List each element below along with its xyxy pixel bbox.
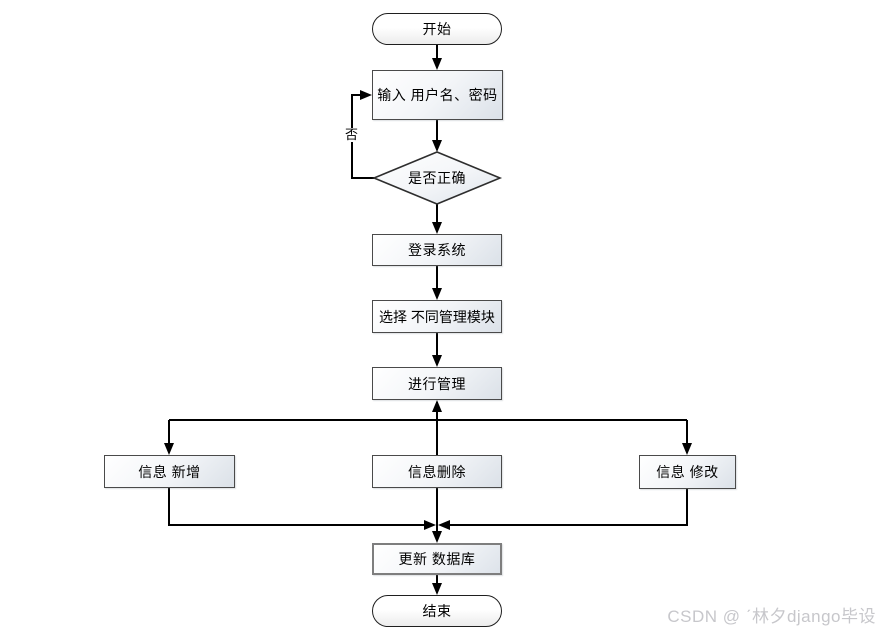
node-perform-management: 进行管理: [372, 367, 502, 400]
node-login-system: 登录系统: [372, 234, 502, 266]
node-input-credentials: 输入 用户名、密码: [372, 70, 503, 120]
node-decision-correct: 是否正确: [372, 152, 502, 204]
node-update-database: 更新 数据库: [372, 543, 502, 575]
node-end: 结束: [372, 595, 502, 627]
node-update-database-label: 更新 数据库: [398, 551, 476, 567]
node-login-system-label: 登录系统: [408, 242, 466, 258]
node-select-module-label: 选择 不同管理模块: [379, 308, 495, 325]
decision-diamond-shape: [371, 151, 503, 205]
node-start: 开始: [372, 13, 502, 45]
node-info-delete: 信息删除: [372, 455, 502, 488]
edge-label-no: 否: [344, 127, 360, 143]
node-perform-management-label: 进行管理: [408, 375, 466, 392]
node-info-modify: 信息 修改: [639, 455, 736, 489]
node-input-credentials-label: 输入 用户名、密码: [377, 87, 498, 103]
node-info-modify-label: 信息 修改: [656, 464, 719, 480]
node-info-add: 信息 新增: [104, 455, 235, 488]
node-info-add-label: 信息 新增: [138, 463, 201, 480]
node-decision-correct-label: 是否正确: [408, 170, 466, 186]
csdn-watermark: CSDN @ ˊ林夕django毕设: [667, 607, 876, 626]
node-info-delete-label: 信息删除: [408, 463, 466, 480]
node-end-label: 结束: [422, 603, 452, 619]
node-start-label: 开始: [422, 21, 452, 37]
node-select-module: 选择 不同管理模块: [372, 300, 502, 333]
